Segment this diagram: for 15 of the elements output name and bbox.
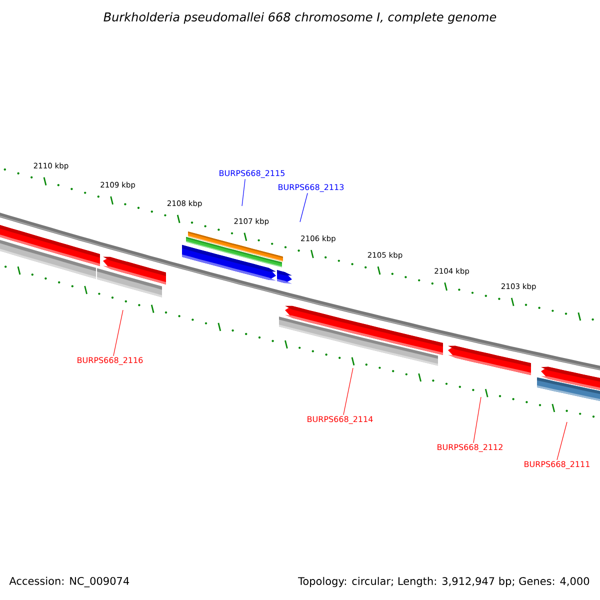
gene-label: BURPS668_2114 <box>308 416 373 424</box>
gene-label: BURPS668_2115 <box>220 170 285 178</box>
gene-label: BURPS668_2113 <box>278 184 344 192</box>
gene-label: BURPS668_2116 <box>78 357 143 365</box>
leader-line <box>343 368 354 416</box>
leader-line <box>113 310 124 356</box>
leader-line <box>556 422 568 460</box>
gene-label: BURPS668_2112 <box>438 444 502 452</box>
accession-text: Accession: NC_009074 <box>9 576 130 588</box>
leader-line <box>473 396 482 444</box>
leader-line <box>242 178 246 206</box>
gene-label: BURPS668_2111 <box>524 461 590 469</box>
leader-line <box>300 192 308 222</box>
title: Burkholderia pseudomallei 668 chromosome I, complete genome <box>104 12 496 24</box>
topology-text: Topology: circular; Length: 3,912,947 bp; Genes: 4,000 <box>298 576 590 588</box>
